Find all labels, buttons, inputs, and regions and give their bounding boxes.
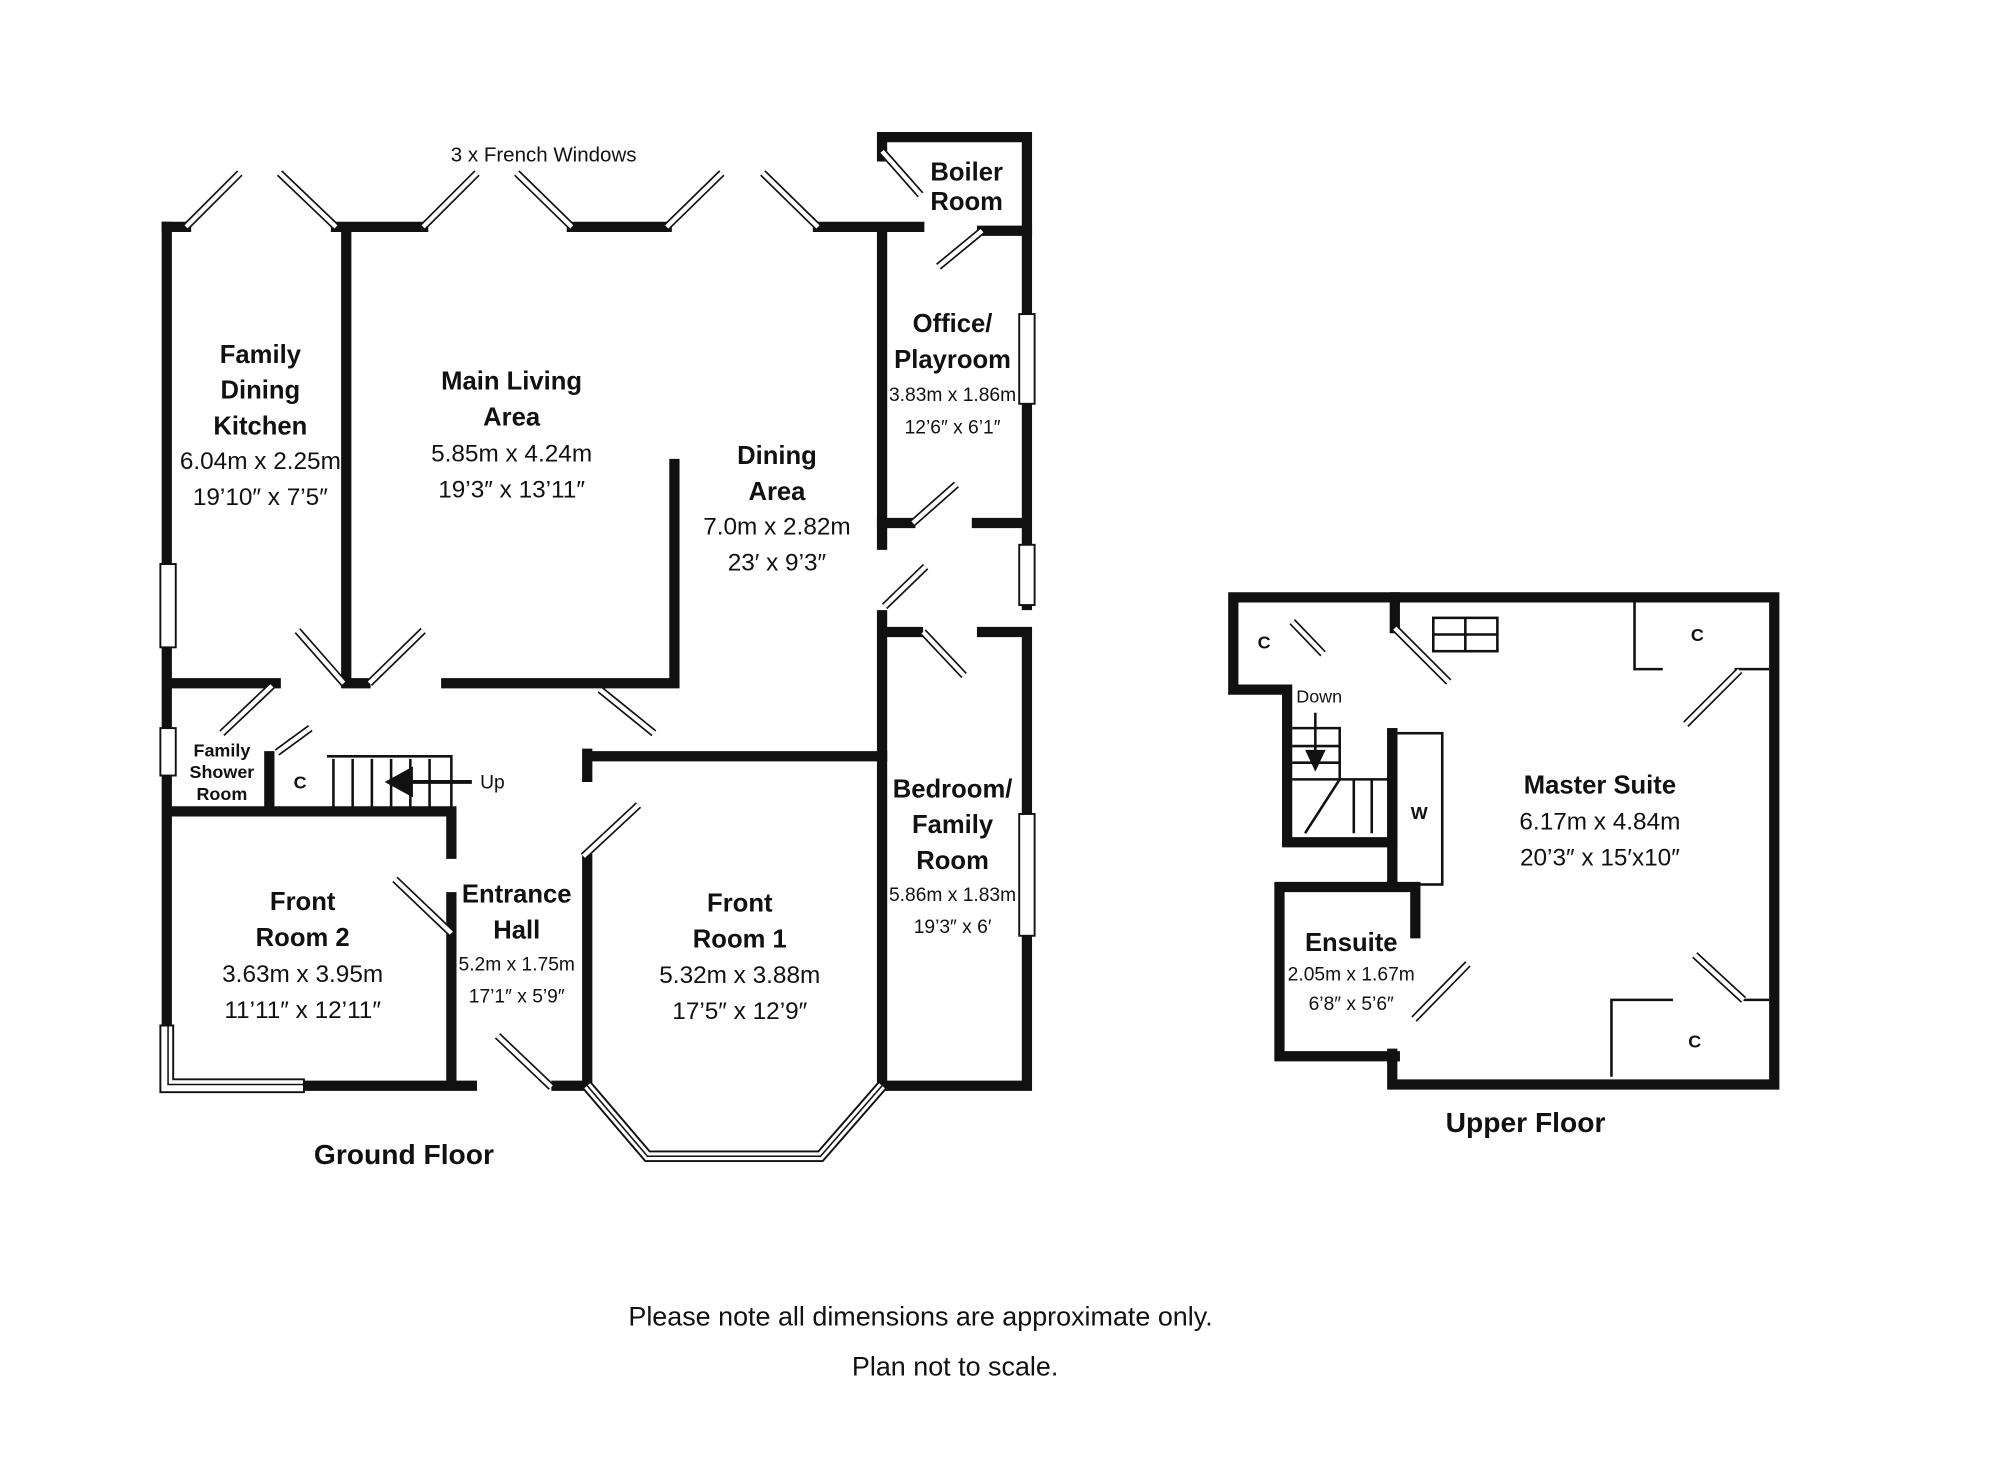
room-boiler: Boiler Room <box>930 159 1003 216</box>
corner-window <box>159 1024 305 1094</box>
room-label-text: 5.85m x 4.24m <box>431 440 592 467</box>
cupboard-label: C <box>1691 625 1704 645</box>
room-label-text: 17’1″ x 5’9″ <box>469 986 565 1007</box>
room-label-text: 6.17m x 4.84m <box>1519 808 1680 835</box>
french-windows-label: 3 x French Windows <box>451 144 637 167</box>
room-dining: Dining Area 7.0m x 2.82m 23′ x 9’3″ <box>703 442 850 576</box>
upper-doors <box>1289 619 1747 1022</box>
room-label-text: Family <box>193 740 250 760</box>
room-label-text: 5.32m x 3.88m <box>659 962 820 989</box>
room-label-text: 17’5″ x 12’9″ <box>672 998 807 1025</box>
wardrobe <box>1394 731 1444 886</box>
room-label-text: Room 2 <box>256 924 350 952</box>
room-ensuite: Ensuite 2.05m x 1.67m 6’8″ x 5’6″ <box>1288 929 1415 1015</box>
room-front-1: Front Room 1 5.32m x 3.88m 17’5″ x 12’9″ <box>659 889 820 1025</box>
room-entrance-hall: Entrance Hall 5.2m x 1.75m 17’1″ x 5’9″ <box>459 880 575 1007</box>
room-label-text: 23′ x 9’3″ <box>728 549 827 576</box>
cupboard-label: C <box>1258 633 1271 653</box>
room-label-text: Office/ <box>913 310 993 338</box>
room-label-text: Playroom <box>894 346 1011 374</box>
room-label-text: 19’3″ x 13’11″ <box>438 476 585 503</box>
room-label-text: Area <box>748 478 806 506</box>
room-label-text: Hall <box>493 916 540 944</box>
room-label-text: 5.2m x 1.75m <box>459 954 575 975</box>
room-label-text: Front <box>270 888 336 916</box>
wardrobe-label: W <box>1411 803 1428 823</box>
down-label: Down <box>1296 686 1342 706</box>
room-label-text: Dining <box>737 442 817 470</box>
room-label-text: 20’3″ x 15′x10″ <box>1520 844 1680 871</box>
room-label-text: 12’6″ x 6’1″ <box>905 417 1001 438</box>
room-label-text: Area <box>483 404 541 432</box>
ground-doors <box>183 148 985 1090</box>
room-label-text: Boiler <box>930 159 1003 187</box>
stair-case-upper <box>1292 712 1389 834</box>
room-label-text: Entrance <box>462 880 572 908</box>
room-label-text: 7.0m x 2.82m <box>703 514 850 541</box>
room-label-text: Room <box>916 847 989 875</box>
room-label-text: Main Living <box>441 368 582 396</box>
room-shower: Family Shower Room C <box>190 740 307 804</box>
upper-floor-walls <box>1228 592 1780 1090</box>
down-arrow-icon <box>1305 749 1326 772</box>
room-label-text: 2.05m x 1.67m <box>1288 965 1415 986</box>
room-label-text: 3.83m x 1.86m <box>889 385 1016 406</box>
room-label-text: 19’10″ x 7’5″ <box>193 484 328 511</box>
room-main-living: Main Living Area 5.85m x 4.24m 19’3″ x 1… <box>431 368 592 504</box>
room-label-text: Family <box>912 811 994 839</box>
room-label-text: Dining <box>221 377 301 405</box>
room-label-text: Master Suite <box>1524 771 1676 799</box>
room-label-text: Room <box>930 188 1003 216</box>
room-label-text: Bedroom/ <box>893 775 1013 803</box>
room-label-text: C <box>294 772 307 792</box>
room-label-text: 6’8″ x 5’6″ <box>1309 994 1394 1015</box>
room-label-text: Front <box>707 889 773 917</box>
room-label-text: 19’3″ x 6′ <box>914 917 992 938</box>
room-label-text: 11’11″ x 12’11″ <box>224 997 381 1024</box>
room-label-text: 3.63m x 3.95m <box>222 961 383 988</box>
scale-note: Plan not to scale. <box>852 1351 1058 1381</box>
room-label-text: 6.04m x 2.25m <box>180 448 341 475</box>
room-label-text: Family <box>220 341 302 369</box>
ground-floor-walls <box>161 132 1033 1091</box>
ground-windows <box>159 313 1036 1163</box>
room-front-2: Front Room 2 3.63m x 3.95m 11’11″ x 12’1… <box>222 888 383 1024</box>
room-bedroom: Bedroom/ Family Room 5.86m x 1.83m 19’3″… <box>889 775 1016 938</box>
disclaimer-note: Please note all dimensions are approxima… <box>628 1301 1212 1331</box>
room-label-text: 5.86m x 1.83m <box>889 885 1016 906</box>
room-master-suite: Master Suite 6.17m x 4.84m 20’3″ x 15′x1… <box>1519 771 1680 871</box>
room-label-text: Room <box>196 784 247 804</box>
stair-case-ground <box>327 755 472 812</box>
room-label-text: Ensuite <box>1305 929 1398 957</box>
ground-floor-label: Ground Floor <box>314 1138 494 1170</box>
room-label-text: Kitchen <box>213 413 307 441</box>
bay-window <box>582 1081 887 1163</box>
cupboard-label: C <box>1688 1031 1701 1051</box>
room-office: Office/ Playroom 3.83m x 1.86m 12’6″ x 6… <box>889 310 1016 438</box>
up-arrow-icon <box>384 766 413 798</box>
room-label-text: Room 1 <box>693 925 787 953</box>
upper-floor-label: Upper Floor <box>1446 1106 1606 1138</box>
room-kitchen: Family Dining Kitchen 6.04m x 2.25m 19’1… <box>180 341 341 511</box>
room-label-text: Shower <box>190 762 255 782</box>
up-label: Up <box>480 772 505 793</box>
